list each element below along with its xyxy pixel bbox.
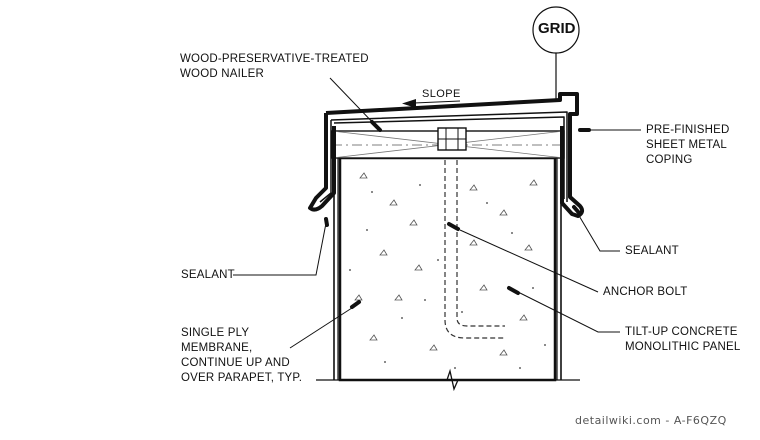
concrete-dots (349, 184, 546, 369)
label-line: MEMBRANE, (181, 342, 253, 354)
sheet-metal-coping (308, 92, 585, 218)
label-line: SEALANT (625, 245, 679, 257)
label-line: TILT-UP CONCRETE (625, 326, 738, 338)
break-line (316, 368, 580, 392)
label-line: CONTINUE UP AND (181, 357, 290, 369)
label-line: OVER PARAPET, TYP. (181, 372, 303, 384)
leader-terminators (324, 120, 591, 309)
label-tilt-up-panel: TILT-UP CONCRETE MONOLITHIC PANEL (625, 325, 740, 355)
slope-arrow (402, 99, 461, 108)
label-line: COPING (646, 154, 693, 166)
label-sealant-right: SEALANT (625, 244, 679, 259)
label-sealant-left: SEALANT (181, 268, 235, 283)
label-line: MONOLITHIC PANEL (625, 341, 741, 353)
label-wood-nailer: WOOD-PRESERVATIVE-TREATED WOOD NAILER (180, 52, 369, 82)
label-line: ANCHOR BOLT (603, 286, 688, 298)
slope-label: SLOPE (422, 88, 461, 100)
label-line: SHEET METAL (646, 139, 728, 151)
anchor-bolt (444, 160, 505, 339)
grid-label: GRID (538, 20, 576, 37)
label-line: SEALANT (181, 269, 235, 281)
label-membrane: SINGLE PLY MEMBRANE, CONTINUE UP AND OVE… (181, 326, 302, 386)
anchor-nut (437, 127, 467, 151)
label-coping: PRE-FINISHED SHEET METAL COPING (646, 123, 730, 168)
label-anchor-bolt: ANCHOR BOLT (603, 285, 687, 300)
label-line: PRE-FINISHED (646, 124, 730, 136)
watermark: detailwiki.com - A-F6QZQ (575, 414, 727, 427)
label-line: WOOD-PRESERVATIVE-TREATED (180, 53, 369, 65)
concrete-panel (333, 156, 562, 382)
concrete-aggregate (354, 172, 538, 356)
leader-lines (233, 77, 641, 349)
label-line: SINGLE PLY (181, 327, 250, 339)
label-line: WOOD NAILER (180, 68, 264, 80)
